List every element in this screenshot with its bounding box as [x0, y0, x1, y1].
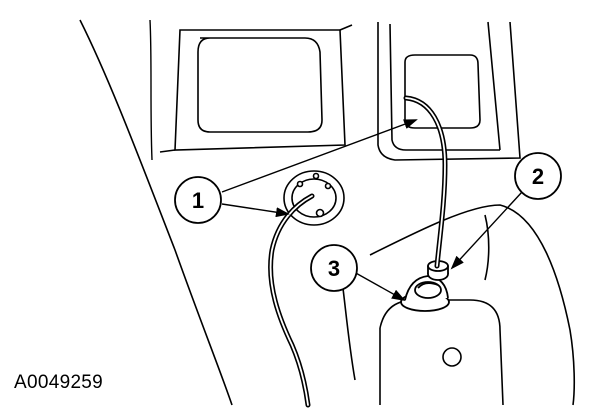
body-panel-edge-inner — [149, 19, 153, 161]
leader-lines — [221, 119, 523, 301]
leader-2-to-nut — [450, 191, 523, 270]
tank-drain-hole — [442, 347, 462, 367]
callout-2: 2 — [514, 152, 562, 200]
callout-3: 3 — [310, 244, 358, 292]
callout-1: 1 — [174, 176, 222, 224]
wire-harness-upper — [403, 95, 448, 269]
callout-2-label: 2 — [532, 164, 544, 189]
body-panel-edge — [79, 19, 233, 406]
wire-harness-lower — [268, 193, 315, 408]
wire-grommet — [283, 170, 345, 226]
leader-3-to-cap — [353, 271, 406, 301]
leader-1-to-upper-wire — [221, 119, 418, 193]
upper-left-bracket — [159, 24, 353, 153]
upper-right-bracket — [377, 21, 521, 161]
filler-cap — [400, 275, 450, 312]
figure-code: A0049259 — [14, 372, 104, 393]
leader-1-to-grommet-wire — [221, 203, 290, 218]
callout-3-label: 3 — [328, 256, 340, 281]
tank-body — [339, 204, 576, 406]
callout-1-label: 1 — [192, 188, 204, 213]
